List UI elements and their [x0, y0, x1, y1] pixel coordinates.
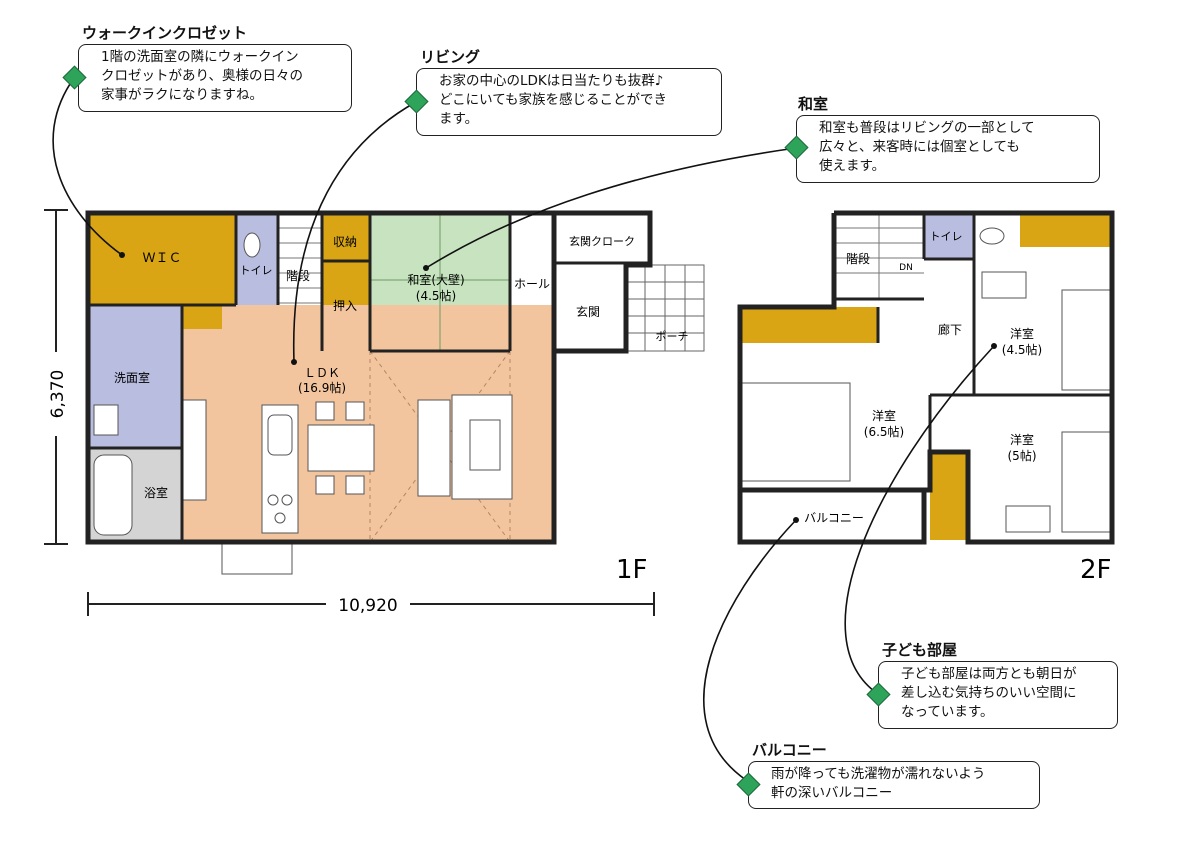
callout-title-wic: ウォークインクロゼット [82, 24, 248, 42]
label-genkan: 玄関 [576, 304, 600, 319]
label-toilet-1f: トイレ [240, 264, 273, 277]
toilet-bowl-icon-2f [979, 227, 1005, 245]
floor-label-2f: 2F [1080, 555, 1112, 585]
callout-text-wic: 1階の洗面室の隣にウォークイン クロゼットがあり、奥様の日々の 家事がラクになり… [101, 49, 303, 103]
label-washroom: 洗面室 [114, 370, 150, 385]
sofa [417, 399, 451, 497]
label-dn: DN [899, 263, 913, 273]
bed-kids-b [1061, 431, 1113, 533]
label-porch: ポーチ [656, 330, 689, 343]
label-genkan-closet: 玄関クローク [569, 234, 635, 248]
callout-title-washitsu: 和室 [798, 95, 829, 113]
wic-storage-strip [182, 305, 222, 329]
label-youshitsu-b-size: (4.5帖) [1002, 342, 1042, 357]
callout-title-balcony: バルコニー [752, 741, 827, 759]
label-hall: ホール [514, 277, 550, 291]
room-toilet-2f [924, 213, 974, 259]
label-wic: ＷＩＣ [142, 251, 181, 266]
stairs-treads-2f [834, 213, 924, 299]
label-youshitsu-a: 洋室 [872, 408, 896, 423]
dining-chair [315, 401, 335, 421]
desk-kids-b [1005, 505, 1051, 533]
label-ldk: ＬＤＫ [304, 366, 340, 380]
entrance-door [221, 541, 293, 575]
label-corridor: 廊下 [938, 322, 962, 337]
first-floor-plan: ＷＩＣ トイレ 階段 収納 押入 和室(大壁) (4.5帖) ホール 玄関クロー… [44, 209, 705, 616]
label-washitsu-size: (4.5帖) [416, 288, 456, 303]
toilet-bowl-icon [243, 232, 261, 258]
callout-text-kids: 子ども部屋は両方とも朝日が 差し込む気持ちのいい空間に なっています。 [901, 666, 1077, 720]
callout-bubble-kids: 子ども部屋は両方とも朝日が 差し込む気持ちのいい空間に なっています。 [878, 661, 1118, 729]
second-floor-plan: 階段 DN トイレ 廊下 洋室 (6.5帖) 洋室 (4.5帖) 洋室 (5帖)… [737, 210, 1115, 585]
label-stairs-2f: 階段 [846, 251, 870, 266]
leader-dots [119, 252, 997, 523]
coffee-table-top [469, 419, 501, 471]
callout-title-kids: 子ども部屋 [882, 641, 958, 659]
inner-walls-2f [834, 213, 1112, 490]
label-washitsu: 和室(大壁) [407, 272, 464, 287]
bed-kids-a [1061, 289, 1113, 391]
dining-chair [345, 401, 365, 421]
room-toilet-1f [236, 213, 278, 305]
room-genkan-closet [554, 213, 650, 263]
closet-2f-right [930, 452, 968, 540]
leader-lines [52, 77, 995, 781]
dining-chair [315, 475, 335, 495]
dining-chair [345, 475, 365, 495]
washbasin [93, 404, 119, 436]
callout-text-balcony: 雨が降っても洗濯物が濡れないよう 軒の深いバルコニー [771, 766, 986, 801]
inner-walls-1f [88, 213, 650, 542]
callout-bubble-wic: 1階の洗面室の隣にウォークイン クロゼットがあり、奥様の日々の 家事がラクになり… [78, 44, 352, 112]
dimension-height: 6,370 [48, 370, 68, 419]
label-ldk-size: (16.9帖) [298, 380, 346, 395]
callout-text-washitsu: 和室も普段はリビングの一部として 広々と、来客時には個室としても 使えます。 [819, 120, 1035, 174]
kitchen-counter [181, 399, 207, 501]
callout-bubble-balcony: 雨が降っても洗濯物が濡れないよう 軒の深いバルコニー [748, 761, 1040, 809]
callout-bubble-washitsu: 和室も普段はリビングの一部として 広々と、来客時には個室としても 使えます。 [796, 115, 1100, 183]
label-stairs-1f: 階段 [286, 268, 310, 283]
room-wic [88, 213, 236, 305]
label-bathroom: 浴室 [144, 485, 168, 500]
room-genkan [554, 263, 624, 351]
sink [267, 414, 293, 456]
bed-main [741, 382, 851, 482]
callout-text-living: お家の中心のLDKは日当たりも抜群♪ どこにいても家族を感じることができ ます。 [439, 73, 668, 127]
porch-steps [625, 264, 705, 352]
label-storage: 収納 [333, 235, 357, 249]
label-youshitsu-c: 洋室 [1010, 432, 1034, 447]
floor-label-1f: 1F [616, 555, 648, 585]
stove-burner-icon [274, 512, 286, 524]
tatami-lines [370, 213, 510, 351]
label-oshiire: 押入 [333, 299, 357, 313]
stove-burner-icon [281, 494, 293, 506]
dimension-width: 10,920 [338, 596, 397, 616]
callout-bubble-living: お家の中心のLDKは日当たりも抜群♪ どこにいても家族を感じることができ ます。 [416, 68, 722, 136]
closet-2f-top [1020, 213, 1112, 247]
label-youshitsu-b: 洋室 [1010, 326, 1034, 341]
bathtub [93, 454, 133, 536]
closet-2f-left [740, 307, 878, 343]
label-youshitsu-a-size: (6.5帖) [864, 424, 904, 439]
room-storage [322, 213, 370, 261]
room-stairs-1f [278, 213, 322, 323]
label-youshitsu-c-size: (5帖) [1008, 448, 1037, 463]
desk-kids-a [981, 271, 1027, 299]
label-toilet-2f: トイレ [930, 230, 963, 243]
stove-burner-icon [267, 494, 279, 506]
callout-title-living: リビング [420, 48, 481, 66]
dining-table [307, 424, 375, 472]
label-balcony: バルコニー [804, 511, 864, 525]
walls-2f [737, 210, 1115, 545]
